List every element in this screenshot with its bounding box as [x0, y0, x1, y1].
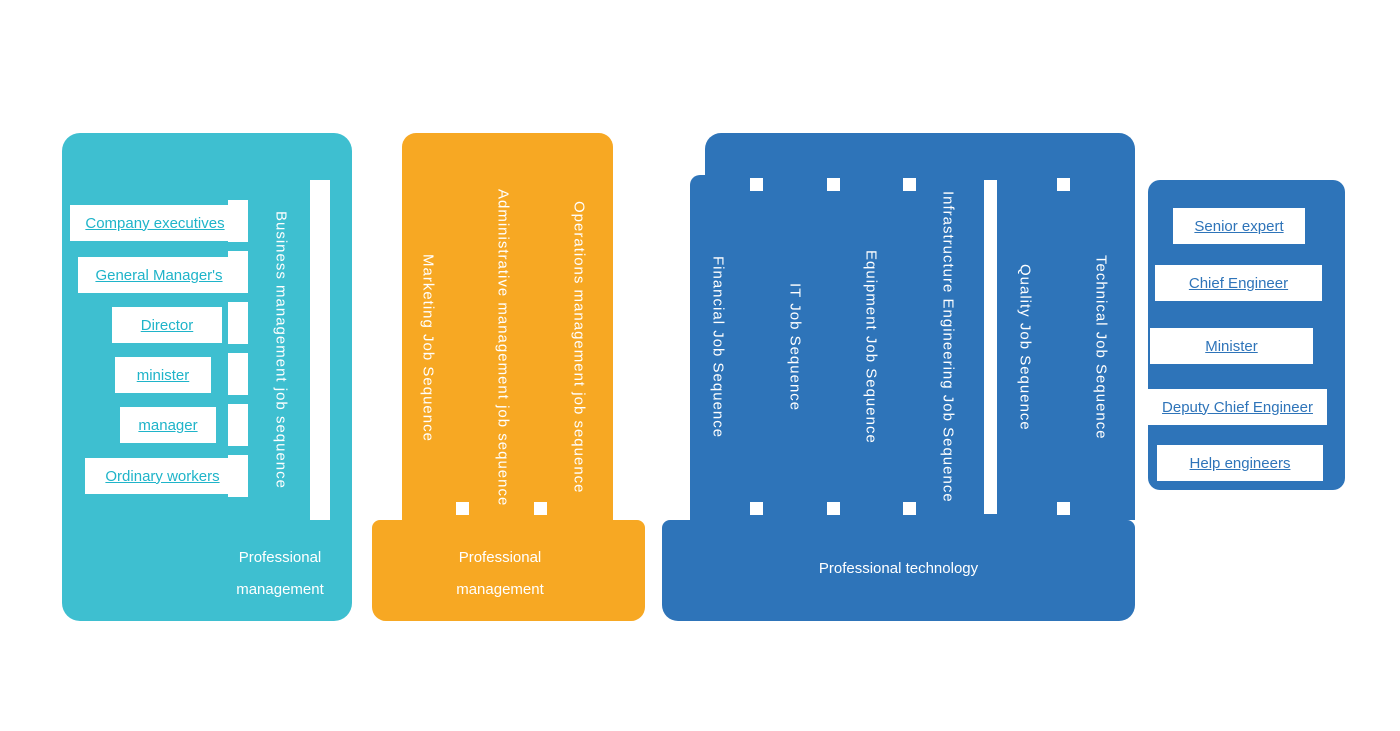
level-box-manager: manager	[120, 407, 216, 443]
connector-notch	[903, 178, 916, 191]
management-block-top-shape	[402, 133, 613, 520]
role-box-help-engineers: Help engineers	[1157, 445, 1323, 481]
technology-block-divider	[984, 180, 997, 514]
it-sequence-wrap: IT Job Sequence	[775, 178, 815, 516]
financial-sequence-label: Financial Job Sequence	[709, 255, 727, 439]
level-box-company-executives: Company executives	[70, 205, 240, 241]
business-footer-line2: management	[236, 581, 324, 598]
level-box-general-managers: General Manager's	[78, 257, 240, 293]
it-sequence-label: IT Job Sequence	[786, 282, 804, 412]
infrastructure-sequence-label: Infrastructure Engineering Job Sequence	[939, 191, 957, 503]
quality-sequence-wrap: Quality Job Sequence	[1005, 178, 1045, 516]
role-box-deputy-chief-engineer: Deputy Chief Engineer	[1148, 389, 1327, 425]
connector-notch	[827, 502, 840, 515]
technology-footer: Professional technology	[818, 560, 979, 577]
business-footer: Professional management	[212, 542, 348, 606]
marketing-sequence-wrap: Marketing Job Sequence	[408, 180, 448, 515]
management-block-bottom-shape	[372, 520, 645, 621]
role-box-chief-engineer: Chief Engineer	[1155, 265, 1322, 301]
connector-notch	[456, 502, 469, 515]
connector-notch	[534, 502, 547, 515]
connector-notch	[750, 178, 763, 191]
connector-notch	[750, 502, 763, 515]
connector-notch	[1057, 178, 1070, 191]
connector-notch	[1057, 502, 1070, 515]
level-box-ordinary-workers: Ordinary workers	[85, 458, 240, 494]
technology-block-bottom-shape	[662, 520, 1135, 621]
management-footer-line2: management	[456, 581, 544, 598]
quality-sequence-label: Quality Job Sequence	[1016, 263, 1034, 431]
financial-sequence-wrap: Financial Job Sequence	[698, 178, 738, 516]
infrastructure-sequence-wrap: Infrastructure Engineering Job Sequence	[928, 178, 968, 516]
operations-sequence-wrap: Operations management job sequence	[559, 180, 599, 515]
management-footer-line1: Professional	[458, 549, 542, 566]
connector-notch	[903, 502, 916, 515]
role-box-senior-expert: Senior expert	[1173, 208, 1305, 244]
equipment-sequence-wrap: Equipment Job Sequence	[851, 178, 891, 516]
level-box-minister: minister	[115, 357, 211, 393]
marketing-sequence-label: Marketing Job Sequence	[419, 253, 437, 442]
administrative-sequence-wrap: Administrative management job sequence	[483, 180, 523, 515]
business-sequence-label: Business management job sequence	[272, 211, 290, 489]
connector-notch	[827, 178, 840, 191]
business-block-channel	[310, 180, 330, 520]
operations-sequence-label: Operations management job sequence	[570, 201, 588, 494]
technology-block-body-shape	[690, 175, 1135, 520]
level-box-director: Director	[112, 307, 222, 343]
business-sequence-label-wrap: Business management job sequence	[255, 185, 307, 515]
administrative-sequence-label: Administrative management job sequence	[494, 188, 512, 507]
technical-sequence-wrap: Technical Job Sequence	[1081, 178, 1121, 516]
technical-sequence-label: Technical Job Sequence	[1092, 254, 1110, 440]
equipment-sequence-label: Equipment Job Sequence	[862, 250, 880, 444]
role-box-minister: Minister	[1150, 328, 1313, 364]
business-footer-line1: Professional	[238, 549, 322, 566]
management-footer: Professional management	[432, 542, 568, 606]
